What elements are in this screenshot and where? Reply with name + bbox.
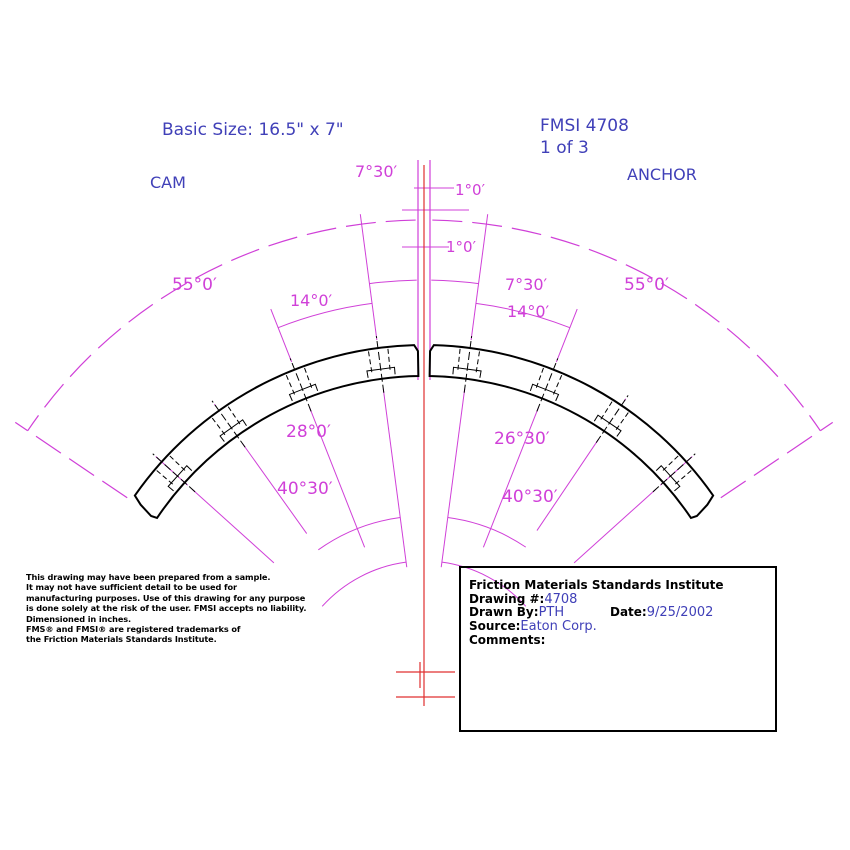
centerlines xyxy=(396,165,455,706)
dim-extension-line xyxy=(191,488,275,564)
dim-right-gap-top: 7°30′ xyxy=(505,275,548,294)
rivet-holes xyxy=(152,336,696,493)
dim-arc-gap-top xyxy=(369,279,417,285)
rivet-centerline xyxy=(652,453,696,493)
dim-extension-line xyxy=(470,214,489,341)
rivet-hole-edge xyxy=(387,348,391,370)
dim-right-spacing-mid: 26°30′ xyxy=(494,429,550,449)
rivet-hole-edge xyxy=(662,455,679,471)
title-block-organization: Friction Materials Standards Institute xyxy=(469,578,724,592)
rivet-hole-edge xyxy=(475,351,481,373)
dim-arc-spacing-upper xyxy=(277,302,373,329)
title-block: Friction Materials Standards Institute D… xyxy=(459,566,777,732)
rivet-counterbore xyxy=(655,464,681,492)
rivet-counterbore xyxy=(219,419,247,442)
disclaimer-line: FMS® and FMSI® are registered trademarks… xyxy=(26,624,241,635)
rivet-hole-edge xyxy=(227,406,241,425)
rivet-centerline xyxy=(152,453,196,493)
dim-center-gap-bottom: 1°0′ xyxy=(446,238,477,256)
dim-arc-span-total xyxy=(432,219,821,432)
rivet-hole-edge xyxy=(600,401,613,420)
dim-extension-line xyxy=(536,439,599,531)
dim-right-spacing-upper: 14°0′ xyxy=(507,302,550,321)
rivet-hole-edge xyxy=(367,351,373,373)
rivet-counterbore xyxy=(593,414,622,437)
rivet-centerline xyxy=(595,395,629,443)
title-block-drawn-by: Drawn By:PTH xyxy=(469,605,565,620)
dim-extension-line xyxy=(359,214,378,341)
title-block-source: Source:Eaton Corp. xyxy=(469,619,597,634)
dim-extension-line xyxy=(14,421,128,499)
sheet-number: 1 of 3 xyxy=(540,138,589,158)
rivet-centerline xyxy=(211,400,246,448)
basic-size-label: Basic Size: 16.5" x 7" xyxy=(162,120,344,140)
date-value: 9/25/2002 xyxy=(646,605,714,620)
source-value: Eaton Corp. xyxy=(520,619,597,634)
dim-left-gap-top: 7°30′ xyxy=(355,162,398,181)
dim-extension-line xyxy=(309,407,366,548)
rivet-hole-edge xyxy=(553,374,563,395)
dim-extension-line xyxy=(270,308,293,363)
rivet-counterbore xyxy=(366,366,396,378)
dim-arc-spacing-lower xyxy=(441,561,527,607)
dim-extension-line xyxy=(482,407,539,548)
disclaimer-line: is done solely at the risk of the user. … xyxy=(26,603,307,614)
rivet-hole-edge xyxy=(535,367,544,388)
fmsi-number: FMSI 4708 xyxy=(540,116,629,136)
title-block-comments: Comments: xyxy=(469,633,546,647)
dim-extension-line xyxy=(382,388,408,568)
dim-extension-line xyxy=(555,308,578,363)
dim-right-span-total: 55°0′ xyxy=(624,275,669,295)
dim-left-spacing-lower: 40°30′ xyxy=(277,479,333,499)
brake-shoe-outlines xyxy=(133,344,715,520)
dim-arc-gap-top xyxy=(431,279,479,285)
rivet-counterbore xyxy=(529,383,560,402)
rivet-centerline xyxy=(463,336,473,393)
dim-extension-line xyxy=(440,388,466,568)
dimension-lines xyxy=(14,160,834,607)
rivet-hole-edge xyxy=(211,417,226,436)
dim-extension-line xyxy=(242,443,308,534)
dim-extension-line xyxy=(720,421,834,499)
dim-left-spacing-upper: 14°0′ xyxy=(290,291,333,310)
rivet-counterbore xyxy=(452,366,482,378)
disclaimer-notes: This drawing may have been prepared from… xyxy=(26,572,406,645)
rivet-counterbore xyxy=(167,464,193,492)
disclaimer-line: It may not have sufficient detail to be … xyxy=(26,582,237,593)
rivet-centerline xyxy=(289,358,312,412)
disclaimer-line: Dimensioned in inches. xyxy=(26,613,132,624)
rivet-centerline xyxy=(375,336,385,393)
anchor-label: ANCHOR xyxy=(627,165,697,184)
disclaimer-line: This drawing may have been prepared from… xyxy=(26,572,271,582)
rivet-hole-edge xyxy=(674,470,692,485)
rivet-hole-edge xyxy=(304,367,313,388)
dim-left-span-total: 55°0′ xyxy=(172,275,217,295)
dim-right-spacing-lower: 40°30′ xyxy=(502,487,558,507)
rivet-hole-edge xyxy=(615,412,629,430)
dim-arc-spacing-mid xyxy=(447,517,527,548)
dim-arc-spacing-mid xyxy=(318,517,401,551)
rivet-counterbore xyxy=(288,383,319,402)
title-block-date: Date:9/25/2002 xyxy=(610,605,714,620)
rivet-centerline xyxy=(536,358,559,412)
dim-center-gap-top: 1°0′ xyxy=(455,181,486,199)
drawing-number-value: 4708 xyxy=(544,592,578,607)
dim-left-spacing-mid: 28°0′ xyxy=(286,422,331,442)
disclaimer-line: the Friction Materials Standards Institu… xyxy=(26,634,217,645)
dim-arc-spacing-lower xyxy=(321,561,407,607)
rivet-hole-edge xyxy=(457,348,461,370)
dim-arc-span-total xyxy=(27,219,416,432)
rivet-hole-edge xyxy=(285,374,295,395)
disclaimer-line: manufacturing purposes. Use of this draw… xyxy=(26,592,306,603)
drawn-by-value: PTH xyxy=(538,605,565,620)
rivet-hole-edge xyxy=(156,470,174,485)
cam-label: CAM xyxy=(150,173,186,192)
anchor-shoe-outline xyxy=(428,344,715,520)
dim-arc-spacing-upper xyxy=(475,302,571,329)
dim-extension-line xyxy=(573,488,657,564)
cam-shoe-outline xyxy=(133,344,420,520)
rivet-hole-edge xyxy=(169,455,186,471)
title-block-drawing-number: Drawing #:4708 xyxy=(469,592,578,607)
